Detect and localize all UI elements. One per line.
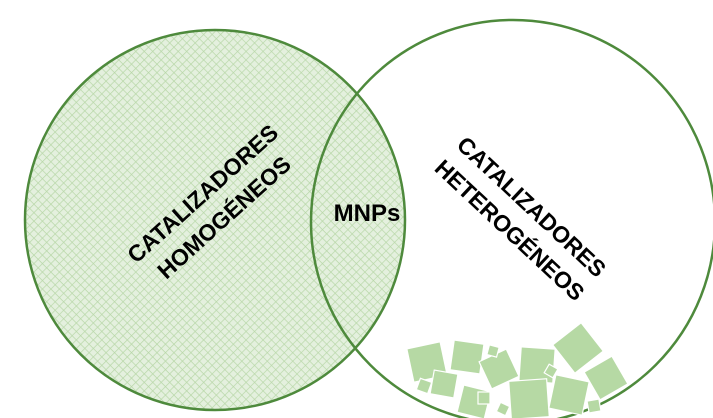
particle-square <box>508 378 550 418</box>
heterogeneous-circle <box>309 18 713 418</box>
particle-square <box>486 344 500 358</box>
particle-square <box>495 401 511 417</box>
particle-square <box>543 363 559 379</box>
particle-square <box>429 369 459 399</box>
particle-square <box>415 377 433 395</box>
particle-square <box>551 321 605 375</box>
heterogeneous-label-group: CATALIZADORES HETEROGÉNEOS <box>430 131 611 306</box>
particle-square <box>449 339 485 375</box>
particle-square <box>586 398 602 414</box>
particle-square <box>548 374 590 416</box>
intersection-label: MNPs <box>334 200 401 227</box>
particle-square <box>477 391 491 405</box>
particle-square <box>583 355 629 401</box>
homogeneous-circle <box>23 28 407 412</box>
heterogeneous-particles <box>406 321 629 418</box>
